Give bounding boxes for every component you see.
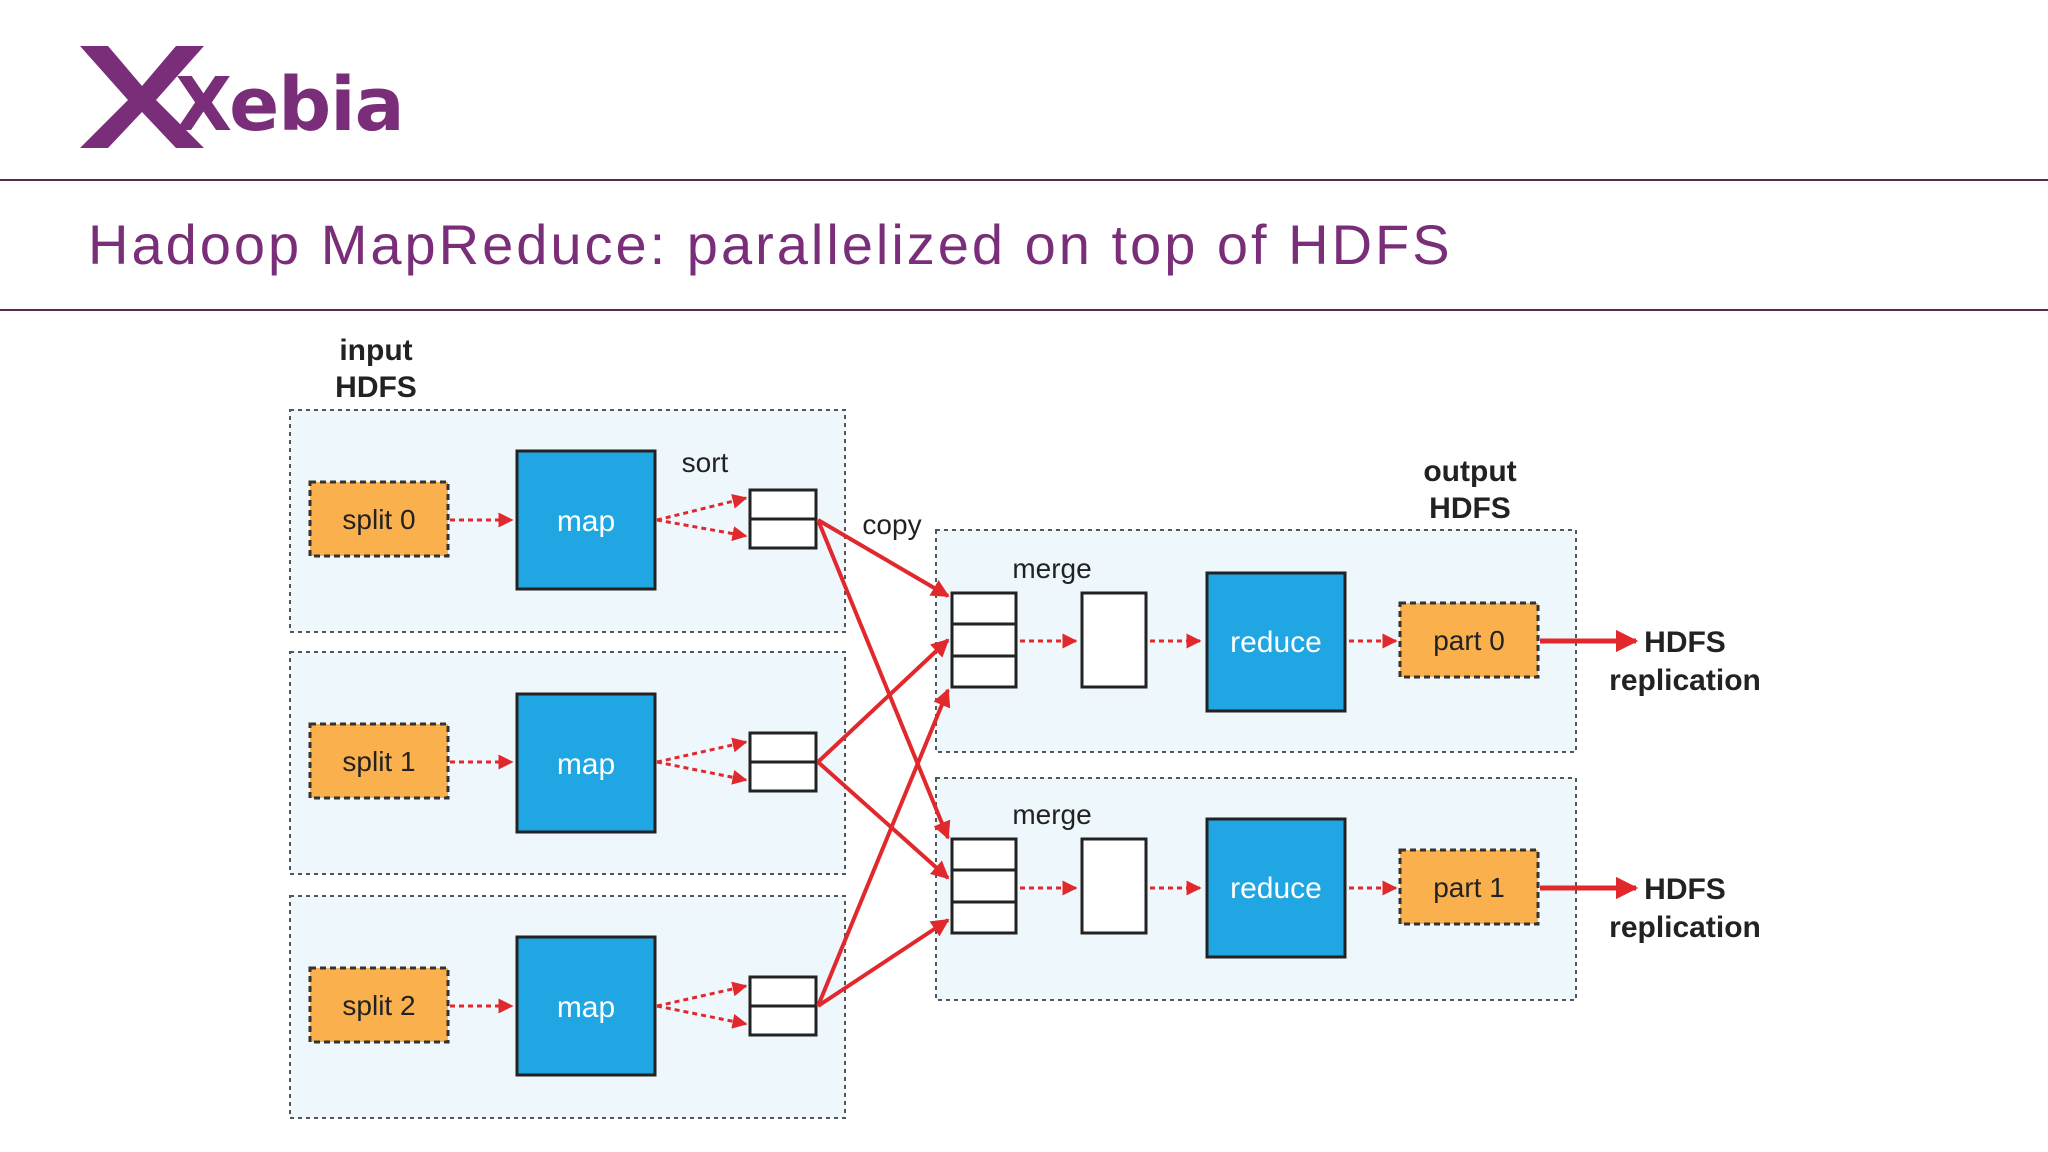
part-box [1398, 601, 1540, 679]
map-to-sort-arrow-b [656, 1004, 748, 1029]
part-box [1398, 848, 1540, 926]
merged-output [1080, 837, 1148, 935]
reduce-row-0: reduce part 0 HDFS replication [950, 571, 1761, 713]
input-label-line2: HDFS [335, 371, 417, 404]
replication-label-line2: replication [1609, 664, 1761, 697]
reduce-label: reduce [1230, 626, 1322, 659]
map-to-sort-arrow-b [656, 760, 748, 785]
split-label: split 2 [342, 990, 415, 1021]
map-row-0: split 0 map [308, 449, 818, 591]
reduce-task [1205, 571, 1347, 713]
part-label: part 1 [1433, 872, 1505, 903]
map-task [515, 449, 657, 591]
copy-arrows [816, 518, 951, 1008]
reduce-row-1: reduce part 1 HDFS replication [950, 817, 1761, 959]
split-label: split 1 [342, 746, 415, 777]
split-box [308, 722, 450, 800]
split-label: split 0 [342, 504, 415, 535]
merge-label-0: merge [1012, 553, 1091, 584]
merge-input-buffer [950, 591, 1018, 689]
header-divider-top [0, 179, 2048, 181]
logo-text: Xebia [175, 62, 400, 148]
map-label: map [557, 991, 615, 1024]
copy-label: copy [862, 509, 921, 540]
replication-label-line1: HDFS [1644, 626, 1726, 659]
map-to-sort-arrow-a [656, 737, 748, 764]
copy-arrow-0-to-1 [816, 519, 951, 840]
map-row-1: split 1 map [308, 692, 818, 834]
output-label-line2: HDFS [1429, 492, 1511, 525]
map-row-2: split 2 map [308, 935, 818, 1077]
reduce-task [1205, 817, 1347, 959]
split-box [308, 480, 450, 558]
map-to-sort-arrow-b [656, 518, 748, 541]
copy-arrow-1-to-0 [816, 638, 950, 764]
copy-arrow-2-to-0 [816, 688, 951, 1007]
map-task [515, 935, 657, 1077]
part-label: part 0 [1433, 625, 1505, 656]
merged-output [1080, 591, 1148, 689]
merge-label-1: merge [1012, 799, 1091, 830]
replication-label-line2: replication [1609, 911, 1761, 944]
copy-arrow-2-to-1 [816, 918, 950, 1008]
map-to-sort-arrow-a [656, 981, 748, 1008]
slide-title: Hadoop MapReduce: parallelized on top of… [88, 213, 1453, 276]
sort-label: sort [682, 447, 729, 478]
output-label-line1: output [1423, 455, 1516, 488]
map-label: map [557, 748, 615, 781]
reduce-label: reduce [1230, 872, 1322, 905]
map-to-sort-arrow-a [656, 493, 748, 522]
copy-arrow-0-to-0 [816, 518, 950, 598]
split-box [308, 966, 450, 1044]
map-task [515, 692, 657, 834]
copy-arrow-1-to-1 [816, 760, 950, 880]
input-label-line1: input [339, 334, 412, 367]
replication-label-line1: HDFS [1644, 873, 1726, 906]
map-label: map [557, 505, 615, 538]
header-divider-bottom [0, 309, 2048, 311]
merge-input-buffer [950, 837, 1018, 935]
xebia-logo: Xebia [80, 46, 400, 148]
logo-x-mark [80, 46, 204, 148]
